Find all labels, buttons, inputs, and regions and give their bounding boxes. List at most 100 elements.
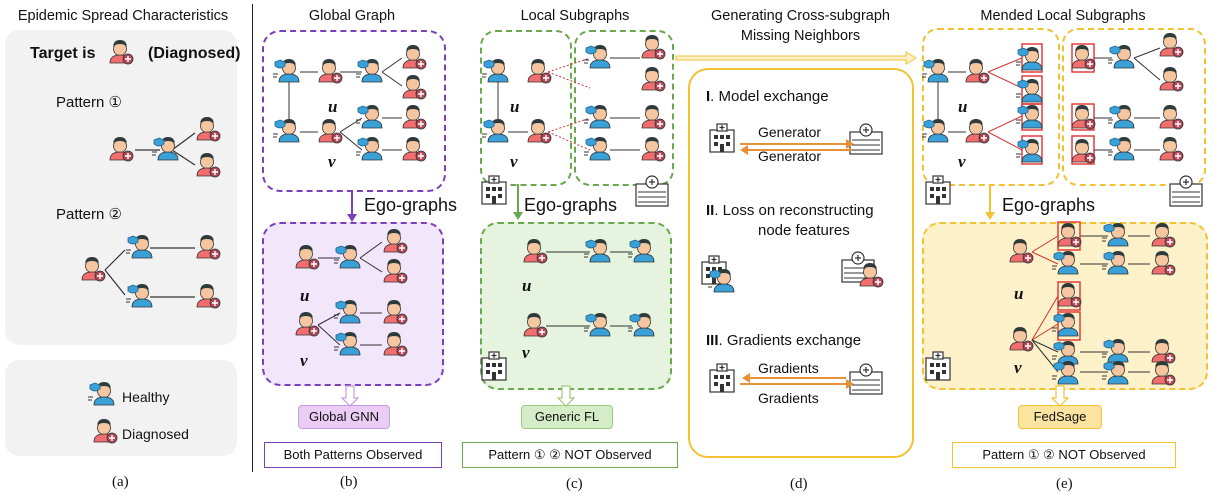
healthy-person-icon (921, 118, 949, 143)
healthy-person-icon (272, 58, 300, 83)
diagnosed-person-icon (383, 228, 408, 254)
node-v-icon (965, 118, 990, 144)
node-v-icon (295, 311, 320, 337)
diagnosed-person-icon (1159, 66, 1184, 92)
diagnosed-person-icon (383, 331, 408, 357)
local-subgraph-box-left (480, 30, 572, 186)
pattern-2-graph (81, 234, 221, 309)
panel-a-legend-box (5, 360, 237, 456)
diagnosed-person-icon (109, 136, 134, 162)
panel-a-caption: (a) (112, 474, 129, 490)
node-v-icon (527, 118, 552, 144)
healthy-person-icon (355, 58, 383, 83)
healthy-person-icon (1107, 136, 1135, 161)
diagnosed-person-icon (641, 136, 666, 162)
mended-neighbor-box (1071, 103, 1095, 131)
hospital-icon (925, 351, 951, 381)
diagnosed-person-icon (1057, 282, 1082, 308)
mended-neighbor-box (1057, 281, 1081, 311)
arrow-c-fl (556, 385, 576, 407)
node-u-icon (965, 58, 990, 84)
diagnosed-person-icon (1057, 222, 1082, 248)
pattern-1-label: Pattern ① (56, 94, 122, 111)
healthy-person-icon (627, 312, 655, 337)
panel-divider (252, 4, 253, 472)
panel-c-result: Pattern ① ② NOT Observed (462, 442, 678, 468)
generator-top-label: Generator (758, 124, 822, 140)
target-suffix: (Diagnosed) (148, 45, 241, 62)
diagnosed-person-icon (1151, 338, 1176, 364)
healthy-person-icon (583, 312, 611, 337)
healthy-person-icon (1101, 338, 1129, 363)
panel-d-box (688, 68, 914, 458)
healthy-person-icon (333, 244, 361, 269)
diagnosed-person-icon (1071, 44, 1096, 70)
generator-arrowhead-right (846, 139, 854, 149)
healthy-person-icon (125, 283, 153, 308)
node-u-icon (527, 58, 552, 84)
healthy-person-icon (583, 136, 611, 161)
hospital-icon (925, 175, 951, 205)
panel-e-title: Mended Local Subgraphs (980, 8, 1146, 24)
legend-diagnosed-label: Diagnosed (122, 426, 189, 442)
step-2-label: II. Loss on reconstructing (706, 202, 874, 219)
panel-d-caption: (d) (790, 476, 808, 492)
generator-arrowhead-left (740, 145, 748, 155)
node-v-label-b: v (328, 152, 336, 171)
healthy-person-icon (1107, 104, 1135, 129)
step-1-label: I. Model exchange (706, 88, 829, 105)
mended-neighbor-box (1057, 311, 1081, 341)
hospital-icon (849, 123, 883, 155)
diagnosed-person-icon (641, 66, 666, 92)
gradients-top-label: Gradients (758, 360, 819, 376)
step-1-text: . Model exchange (710, 88, 829, 105)
step-2-line-2: node features (758, 222, 850, 239)
step-3-label: III. Gradients exchange (706, 332, 861, 349)
global-gnn-badge: Global GNN (298, 405, 390, 429)
mended-subgraphs (921, 32, 1184, 165)
diagnosed-person-icon (383, 258, 408, 284)
node-v-icon (1009, 326, 1034, 352)
healthy-person-icon (583, 44, 611, 69)
diagnosed-person-icon (1071, 138, 1096, 164)
diagnosed-person-icon (196, 283, 221, 309)
local-subgraphs (481, 34, 666, 162)
global-graph-box (262, 30, 446, 192)
healthy-person-icon (333, 299, 361, 324)
node-u-label-c: u (510, 97, 520, 116)
generate-arrow (675, 51, 917, 65)
diagnosed-person-icon (196, 152, 221, 178)
diagnosed-person-icon (196, 234, 221, 260)
healthy-person-icon (481, 58, 509, 83)
generator-bottom-label: Generator (758, 148, 822, 164)
panel-e-result: Pattern ① ② NOT Observed (952, 442, 1176, 468)
pattern-2-label: Pattern ② (56, 206, 122, 223)
arrow-c-head (513, 212, 523, 220)
healthy-person-icon (1015, 138, 1043, 163)
ego-graphs-label-c: Ego-graphs (522, 195, 620, 216)
legend-diagnosed-icon (93, 418, 118, 444)
panel-e-caption: (e) (1056, 476, 1073, 492)
healthy-person-icon (355, 104, 383, 129)
node-u-label-b: u (328, 97, 338, 116)
ego-u-label-e: u (1014, 284, 1024, 303)
gradients-arrowhead-right (846, 379, 854, 389)
panel-b-title: Global Graph (308, 8, 396, 24)
gradients-bottom-label: Gradients (758, 390, 819, 406)
ego-graph-b (295, 228, 408, 357)
step-3-number: III (706, 332, 719, 349)
diagnosed-person-icon (1159, 136, 1184, 162)
panel-c-title: Local Subgraphs (520, 8, 630, 24)
panel-c-caption: (c) (566, 476, 583, 492)
legend-healthy-label: Healthy (122, 389, 170, 405)
healthy-person-icon (1101, 222, 1129, 247)
healthy-person-icon (125, 234, 153, 259)
healthy-person-icon (1107, 44, 1135, 69)
arrow-b-head (347, 214, 357, 222)
node-u-icon (523, 238, 548, 264)
node-v-icon (523, 312, 548, 338)
hospital-icon (1169, 175, 1203, 207)
hospital-icon (709, 363, 735, 393)
node-v-label-e: v (958, 152, 966, 171)
